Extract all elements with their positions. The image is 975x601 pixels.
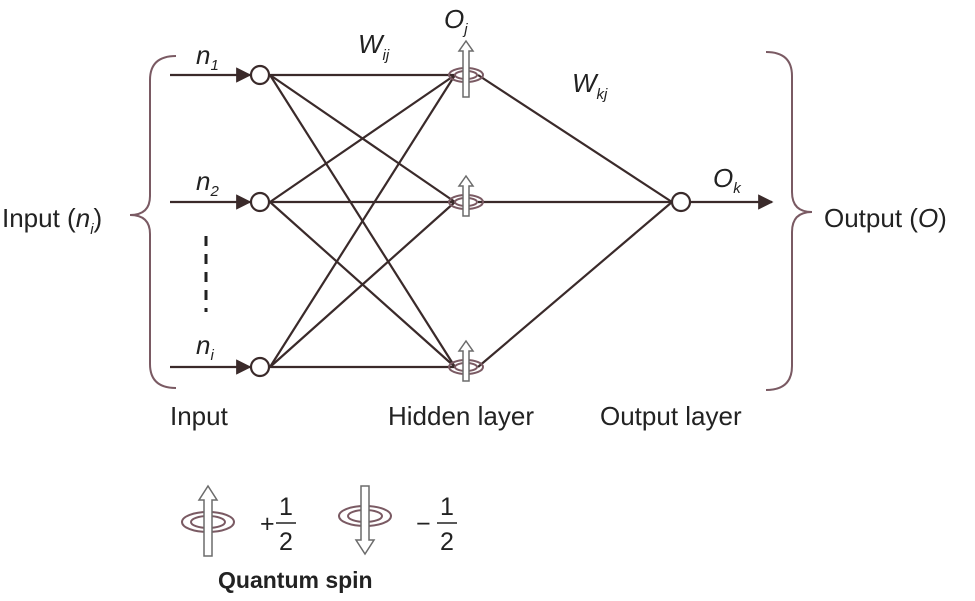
legend-up-sign: +: [260, 510, 275, 538]
input-label-1: n1: [196, 40, 219, 74]
output-brace: [765, 51, 813, 391]
legend-up-numerator: 1: [279, 493, 293, 521]
legend-down-denominator: 2: [440, 528, 454, 556]
legend-spin-down: − 1 2: [338, 485, 457, 556]
input-side-label: Input (ni): [2, 203, 102, 238]
spin-down-arrow-icon: [354, 485, 376, 556]
spin-up-arrow-icon: [197, 484, 219, 557]
input-label-2: n2: [196, 166, 219, 200]
hidden-node-3: [448, 339, 484, 382]
legend-up-denominator: 2: [279, 528, 293, 556]
weight-label-ij: Wij: [358, 29, 390, 64]
input-hidden-connections: [269, 73, 456, 369]
hidden-output-label: Oj: [444, 4, 468, 38]
hidden-node-1: [448, 39, 484, 98]
layer-label-output: Output layer: [600, 401, 742, 431]
weight-label-kj: Wkj: [572, 68, 608, 103]
legend-down-sign: −: [416, 510, 431, 538]
input-brace: [129, 55, 177, 389]
hidden-node-2: [448, 174, 484, 217]
layer-label-input: Input: [170, 401, 229, 431]
legend-spin-up: + 1 2: [181, 484, 296, 557]
input-label-i: ni: [196, 330, 214, 364]
input-node-1: [249, 64, 271, 86]
input-node-i: [249, 356, 271, 378]
spin-up-arrow-icon: [457, 39, 475, 98]
spin-up-arrow-icon: [457, 174, 475, 217]
hidden-output-connections: [477, 74, 673, 368]
layer-label-hidden: Hidden layer: [388, 401, 534, 431]
legend-title: Quantum spin: [218, 567, 373, 593]
legend-down-numerator: 1: [440, 493, 454, 521]
spin-up-arrow-icon: [457, 339, 475, 382]
output-node: [670, 191, 692, 213]
final-output-label: Ok: [713, 163, 742, 197]
output-side-label: Output (O): [824, 203, 947, 233]
input-node-2: [249, 191, 271, 213]
